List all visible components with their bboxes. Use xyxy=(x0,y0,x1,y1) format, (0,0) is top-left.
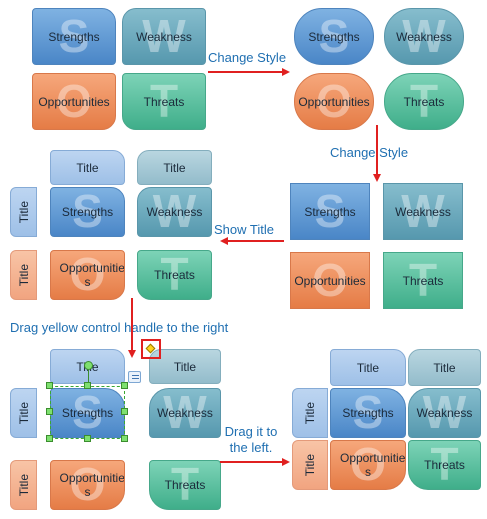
resize-handle-tl[interactable] xyxy=(46,382,53,389)
title-side-top[interactable]: Title xyxy=(10,187,37,237)
title-top-right[interactable]: Title xyxy=(149,349,221,384)
resize-handle-mr[interactable] xyxy=(121,408,128,415)
strengths-label: Strengths xyxy=(61,406,114,420)
step-drag-right: Drag yellow control handle to the right xyxy=(10,320,229,335)
control-handle-highlight-box xyxy=(141,339,161,359)
threats-label: Threats xyxy=(403,94,445,109)
title-top-right[interactable]: Title xyxy=(408,349,481,386)
opportunities-label: Opportunitie s xyxy=(340,451,406,479)
weakness-label: Weakness xyxy=(396,29,452,44)
opportunities-label: Opportunities xyxy=(298,94,370,109)
strengths-label: Strengths xyxy=(48,29,100,44)
step-change-style-2: Change Style xyxy=(330,145,409,160)
weakness-label: Weakness xyxy=(146,205,203,219)
resize-handle-br[interactable] xyxy=(121,435,128,442)
strengths-label: Strengths xyxy=(342,406,394,420)
rotate-handle[interactable] xyxy=(84,361,93,370)
resize-handle-ml[interactable] xyxy=(46,408,53,415)
swot-strengths[interactable]: S Strengths xyxy=(290,183,370,240)
step-show-title: Show Title xyxy=(214,222,274,237)
threats-label: Threats xyxy=(424,458,465,472)
weakness-label: Weakness xyxy=(416,406,473,420)
threats-label: Threats xyxy=(164,478,206,492)
resize-handle-bm[interactable] xyxy=(84,435,91,442)
step-drag-left: Drag it to the left. xyxy=(224,424,278,455)
threats-label: Threats xyxy=(402,273,444,288)
title-side-bottom[interactable]: Title xyxy=(10,250,37,300)
opportunities-label: Opportunities xyxy=(294,273,366,288)
weakness-label: Weakness xyxy=(157,406,213,420)
title-side-bottom[interactable]: Title xyxy=(10,460,37,510)
resize-handle-tm[interactable] xyxy=(84,382,91,389)
rotate-handle-stem xyxy=(88,370,89,383)
opportunities-label: Opportunities xyxy=(38,94,110,109)
shape-action-menu-icon[interactable] xyxy=(128,371,141,383)
opportunities-label: Opportunitie s xyxy=(59,261,125,289)
strengths-label: Strengths xyxy=(61,205,114,219)
strengths-label: Strengths xyxy=(304,204,356,219)
strengths-label: Strengths xyxy=(308,29,360,44)
resize-handle-bl[interactable] xyxy=(46,435,53,442)
title-top-left[interactable]: Title xyxy=(330,349,406,386)
threats-label: Threats xyxy=(143,94,185,109)
resize-handle-tr[interactable] xyxy=(121,382,128,389)
threats-label: Threats xyxy=(154,268,195,282)
title-side-top[interactable]: Title xyxy=(292,388,328,438)
weakness-label: Weakness xyxy=(395,204,451,219)
step-change-style-1: Change Style xyxy=(208,50,287,65)
title-side-bottom[interactable]: Title xyxy=(292,440,328,490)
opportunities-label: Opportunitie s xyxy=(59,471,125,499)
weakness-label: Weakness xyxy=(136,29,192,44)
title-side-top[interactable]: Title xyxy=(10,388,37,438)
title-top-right[interactable]: Title xyxy=(137,150,212,185)
title-top-left[interactable]: Title xyxy=(50,150,125,185)
